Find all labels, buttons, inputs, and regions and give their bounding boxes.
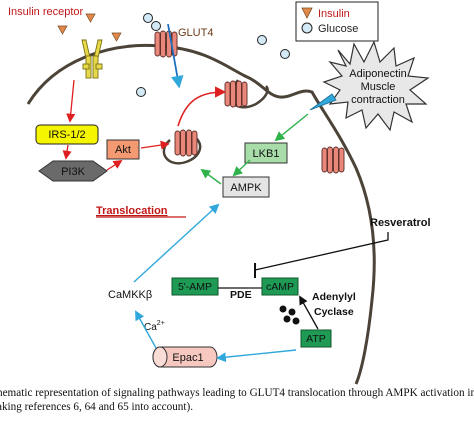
translocation-label: Translocation — [96, 205, 168, 217]
glucose-molecule — [257, 35, 267, 45]
glucose-transport-arrow — [167, 23, 184, 89]
camkk-label: CaMKKβ — [108, 289, 152, 301]
cyclase-dot — [288, 308, 296, 316]
endosome-membrane — [162, 137, 202, 165]
caption-line-2: aking references 6, 64 and 65 into accou… — [0, 401, 194, 413]
insulin-ligand-3 — [111, 32, 122, 42]
five-amp-box — [171, 277, 219, 296]
akt-label: Akt — [115, 144, 131, 156]
arrow-translocation-red — [177, 86, 227, 127]
arrow-akt-glut4 — [140, 140, 170, 150]
ampk-box — [222, 176, 270, 198]
arrow-receptor-irs — [66, 79, 76, 123]
glut4-transporter-right — [321, 146, 345, 174]
glucose-molecule — [136, 87, 146, 97]
glucose-molecule — [143, 13, 153, 23]
glucose-molecule — [151, 21, 161, 31]
adiponectin-label: Adiponectin — [349, 68, 407, 80]
insulin-receptor-icon — [81, 39, 103, 79]
insulin-ligand-1 — [57, 25, 68, 35]
pi3k-box — [38, 160, 108, 182]
cyclase-dot — [283, 315, 291, 323]
legend-glucose-label: Glucose — [318, 23, 358, 35]
epac1-box: Epac1 — [152, 346, 218, 368]
resveratrol-inhibition-line — [254, 232, 389, 271]
lkb1-label: LKB1 — [253, 148, 280, 160]
arrow-receptor-lkb1 — [274, 113, 309, 142]
ampk-label: AMPK — [230, 182, 262, 194]
figure-caption: hematic representation of signaling path… — [0, 386, 474, 440]
irs-box — [35, 124, 99, 145]
glucose-molecule — [280, 49, 290, 59]
arrow-camkk-ampk — [133, 203, 220, 283]
pi3k-label: PI3K — [61, 166, 86, 178]
insulin-receptor-label: Insulin receptor — [8, 6, 84, 18]
arrow-pi3k-akt — [106, 160, 123, 171]
contraction-label: contraction — [351, 94, 405, 106]
cyclase-dot — [292, 317, 300, 325]
arrow-lkb1-ampk — [232, 159, 251, 177]
caption-line-1: hematic representation of signaling path… — [0, 387, 474, 399]
glucose-icon — [301, 22, 313, 34]
camp-box — [261, 277, 299, 296]
arrow-ampk-glut4 — [200, 168, 222, 185]
arrow-atp-camp — [299, 295, 319, 330]
arrow-atp-epac1 — [216, 349, 297, 363]
glut4-label: GLUT4 — [178, 27, 213, 39]
irs-label: IRS-1/2 — [48, 129, 85, 141]
arrow-irs-pi3k — [62, 144, 72, 160]
epac1-label: Epac1 — [172, 352, 203, 364]
adiponectin-starburst — [322, 40, 430, 132]
legend: Insulin Glucose — [295, 1, 379, 42]
lkb1-box — [244, 142, 288, 164]
resveratrol-label: Resveratrol — [370, 217, 431, 229]
glut4-transporter-endosome — [174, 129, 198, 157]
cyclase-dot — [279, 305, 287, 313]
atp-box — [300, 329, 332, 348]
camp-label: cAMP — [266, 281, 294, 293]
pde-label: PDE — [230, 289, 252, 301]
muscle-label: Muscle — [361, 81, 396, 93]
ca-label: Ca2+ — [144, 320, 165, 333]
cyclase-label: Cyclase — [314, 306, 354, 318]
arrow-epac1-camkk — [135, 310, 157, 349]
insulin-icon — [301, 7, 313, 19]
adiponectin-receptor-icon — [309, 93, 337, 111]
insulin-ligand-2 — [85, 13, 96, 23]
atp-label: ATP — [306, 333, 326, 345]
adenylyl-label: Adenylyl — [312, 291, 356, 303]
five-amp-label: 5'-AMP — [178, 281, 212, 293]
akt-box — [106, 139, 140, 160]
legend-insulin-label: Insulin — [318, 8, 350, 20]
